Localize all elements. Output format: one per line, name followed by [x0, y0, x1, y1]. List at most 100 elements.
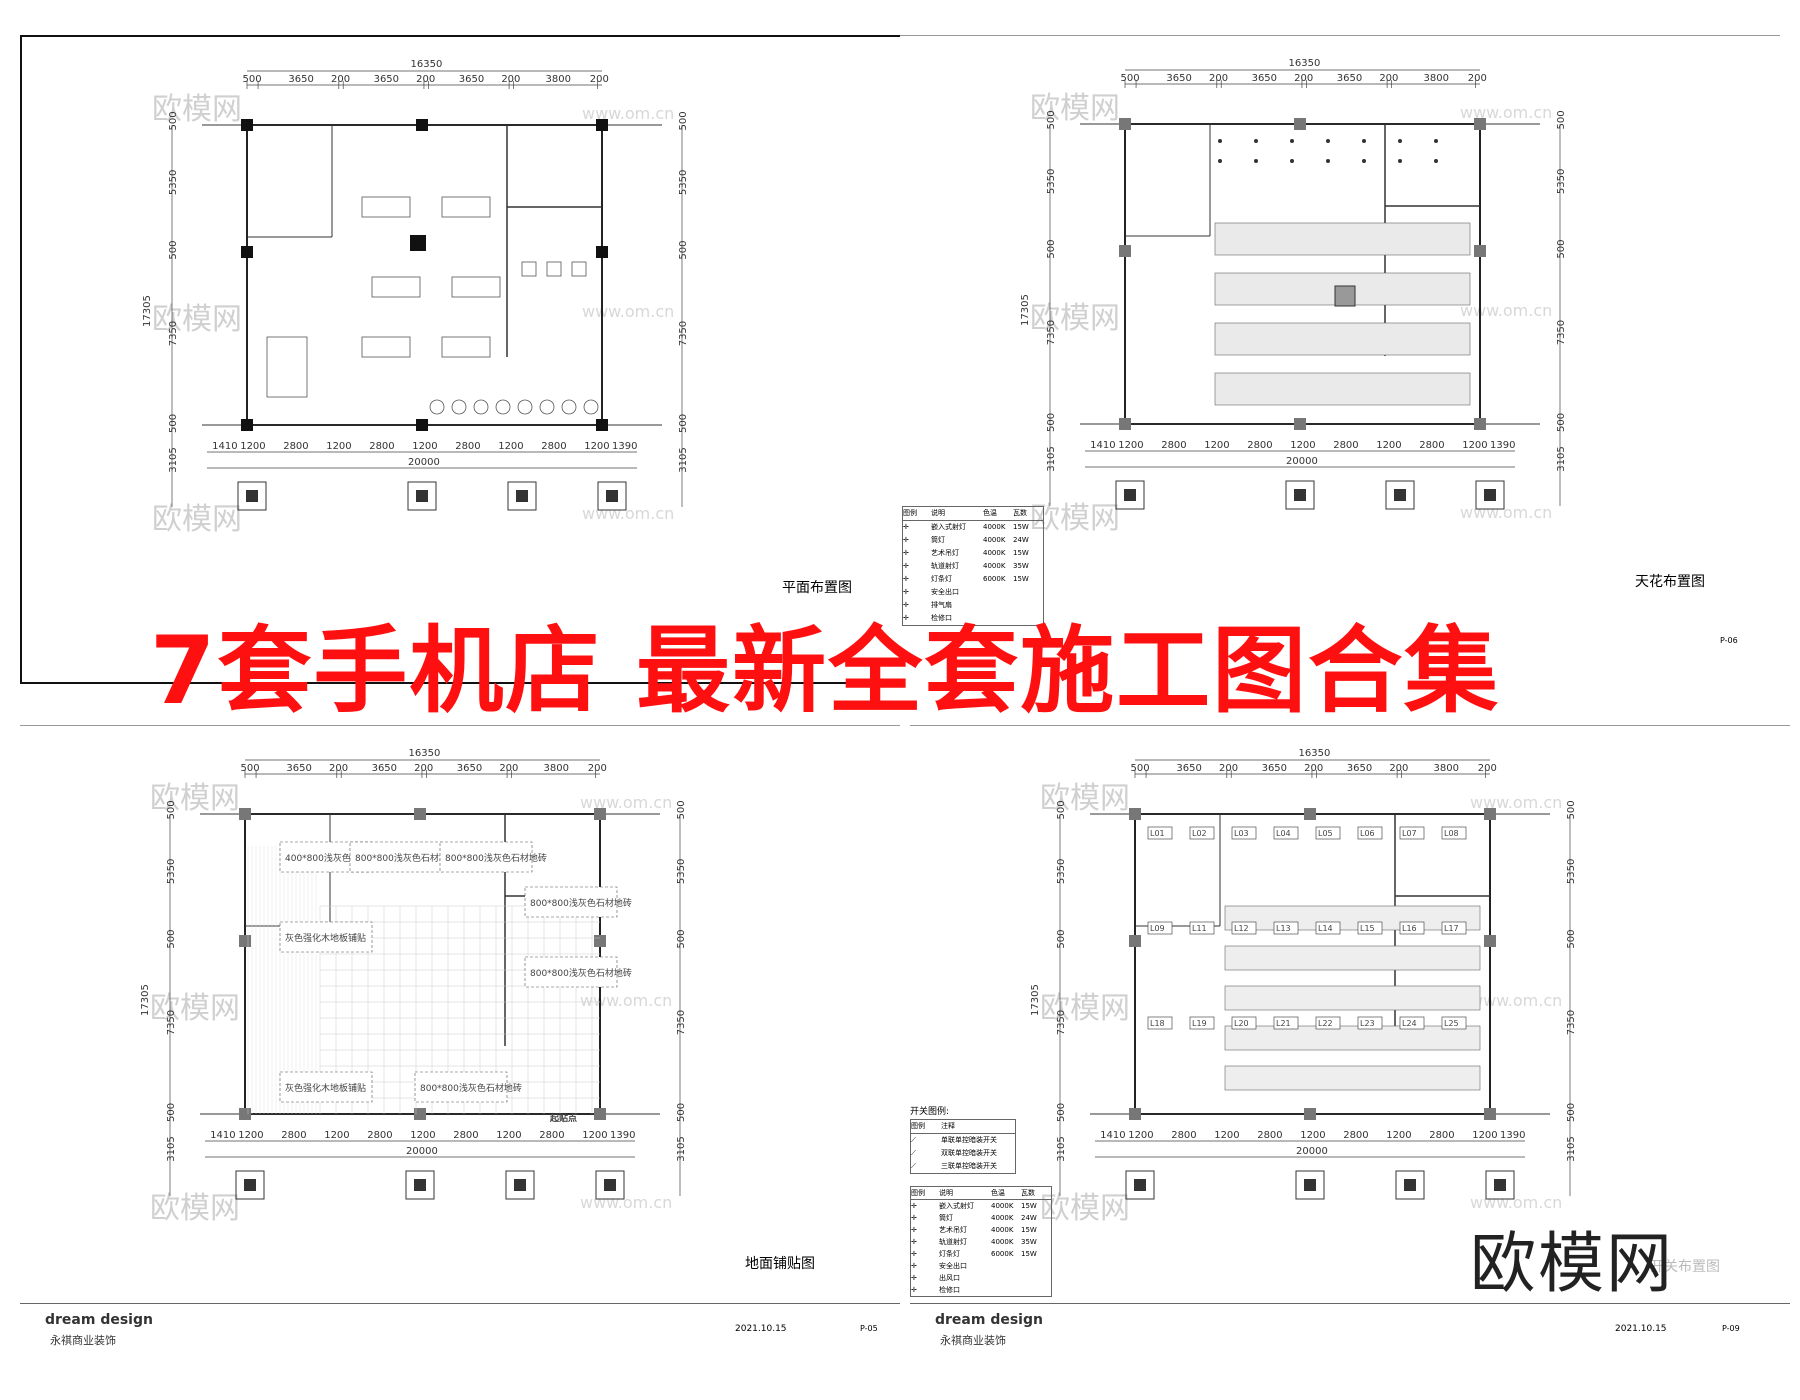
- circuit-label: L16: [1402, 924, 1417, 933]
- floor-label-box: [524, 886, 618, 918]
- bottom-dimension-label: 1200: [1290, 440, 1315, 451]
- stool: [583, 399, 599, 415]
- door-symbol-core: [416, 490, 428, 502]
- left-dimension-label: 5350: [1056, 859, 1067, 884]
- right-dimension-label: 3105: [676, 1136, 687, 1161]
- structural-column: [1119, 418, 1131, 430]
- door-symbol: [1475, 480, 1505, 510]
- top-dimension-label: 500: [241, 763, 260, 774]
- left-dimension-label: 500: [1056, 930, 1067, 949]
- legend-row: ✛检修口: [911, 1284, 1051, 1296]
- left-dimension-label: 7350: [168, 321, 179, 346]
- watermark-text: 欧模网: [1040, 991, 1130, 1026]
- watermark-url: www.om.cn: [580, 793, 672, 812]
- downlight: [1326, 159, 1330, 163]
- watermark-url: www.om.cn: [1470, 1193, 1562, 1212]
- top-dimension-label: 500: [1121, 73, 1140, 84]
- switch-description: 单联单控暗装开关: [941, 1136, 997, 1144]
- door-symbol-core: [246, 490, 258, 502]
- circuit-label-box: [1273, 921, 1299, 935]
- overall-bottom-label: 20000: [406, 1146, 438, 1157]
- top-dimension-label: 200: [1294, 73, 1313, 84]
- right-dimension-label: 500: [1556, 110, 1567, 129]
- chair: [546, 261, 562, 277]
- watermark-text: 欧模网: [1030, 301, 1120, 336]
- legend-color-temp: 4000K: [991, 1214, 1014, 1222]
- bottom-dimension-label: 1200: [1204, 440, 1229, 451]
- bottom-dimension-label: 2800: [1161, 440, 1186, 451]
- left-dimension-label: 500: [1046, 110, 1057, 129]
- legend-color-temp: 4000K: [983, 562, 1006, 570]
- circuit-label: L25: [1444, 1019, 1459, 1028]
- door-symbol: [235, 1170, 265, 1200]
- stool: [473, 399, 489, 415]
- door-symbol-core: [606, 490, 618, 502]
- legend-description: 排气扇: [931, 601, 952, 609]
- legend-wattage: [1021, 1284, 1047, 1296]
- overall-width-label: 16350: [1289, 58, 1321, 69]
- circuit-label-box: [1399, 826, 1425, 840]
- drawing-number: P-09: [1722, 1324, 1740, 1333]
- circuit-label: L03: [1234, 829, 1249, 838]
- top-dimension-label: 200: [331, 74, 350, 85]
- structural-column: [1484, 935, 1496, 947]
- legend-header-cell: 图例: [911, 1189, 925, 1197]
- floor-material-label: 800*800浅灰色石材地砖: [445, 852, 547, 864]
- structural-column: [239, 935, 251, 947]
- door-symbol: [507, 481, 537, 511]
- legend-symbol-icon: ✛: [911, 1214, 917, 1222]
- bottom-dimension-label: 1200: [1386, 1130, 1411, 1141]
- overall-bottom-label: 20000: [408, 457, 440, 468]
- circuit-label-box: [1231, 826, 1257, 840]
- right-dimension-label: 500: [1556, 240, 1567, 259]
- legend-wattage: 24W: [1021, 1214, 1037, 1222]
- left-total-label: 17305: [1020, 294, 1031, 326]
- ceiling-panel: [1224, 1025, 1481, 1051]
- structural-column: [596, 246, 608, 258]
- watermark-text: 欧模网: [1030, 501, 1120, 536]
- bottom-dimension-label: 1390: [610, 1130, 635, 1141]
- right-dimension-label: 500: [678, 414, 689, 433]
- ceiling-panel: [1214, 222, 1471, 256]
- ceiling-panel: [1224, 905, 1481, 931]
- circuit-label-box: [1399, 921, 1425, 935]
- bottom-dimension-label: 1410: [1090, 440, 1115, 451]
- circuit-label: L21: [1276, 1019, 1291, 1028]
- bottom-dimension-label: 2800: [1419, 440, 1444, 451]
- title-block: dream design 永祺商业装饰 2021.10.15 P-05: [20, 1303, 900, 1366]
- structural-column: [594, 935, 606, 947]
- watermark-url: www.om.cn: [1470, 991, 1562, 1010]
- legend-description: 筒灯: [939, 1214, 953, 1222]
- bottom-dimension-label: 1410: [212, 441, 237, 452]
- bottom-dimension-label: 1200: [324, 1130, 349, 1141]
- bottom-dimension-label: 1200: [498, 441, 523, 452]
- site-logo: 欧模网: [1470, 1225, 1674, 1302]
- floor-material-label: 800*800浅灰色石材地砖: [530, 897, 632, 909]
- legend-row: ✛安全出口: [911, 1260, 1051, 1272]
- left-total-label: 17305: [140, 984, 151, 1016]
- door-symbol-core: [414, 1179, 426, 1191]
- watermark-text: 欧模网: [150, 781, 240, 816]
- bottom-dimension-label: 2800: [281, 1130, 306, 1141]
- circuit-label: L22: [1318, 1019, 1333, 1028]
- left-dimension-label: 500: [168, 111, 179, 130]
- switch-header-cell: 注释: [941, 1122, 955, 1130]
- structural-column: [416, 119, 428, 131]
- floor-material-label: 灰色强化木地板铺贴: [285, 932, 366, 944]
- legend-color-temp: 4000K: [991, 1226, 1014, 1234]
- circuit-label-box: [1441, 921, 1467, 935]
- right-dimension-label: 7350: [1566, 1010, 1577, 1035]
- ceiling-panel: [1214, 372, 1471, 406]
- structural-column: [416, 419, 428, 431]
- column-feature: [410, 235, 426, 251]
- top-dimension-label: 200: [1478, 763, 1497, 774]
- bottom-dimension-label: 1200: [410, 1130, 435, 1141]
- structural-column: [1119, 118, 1131, 130]
- right-dimension-label: 7350: [678, 321, 689, 346]
- structural-column: [241, 119, 253, 131]
